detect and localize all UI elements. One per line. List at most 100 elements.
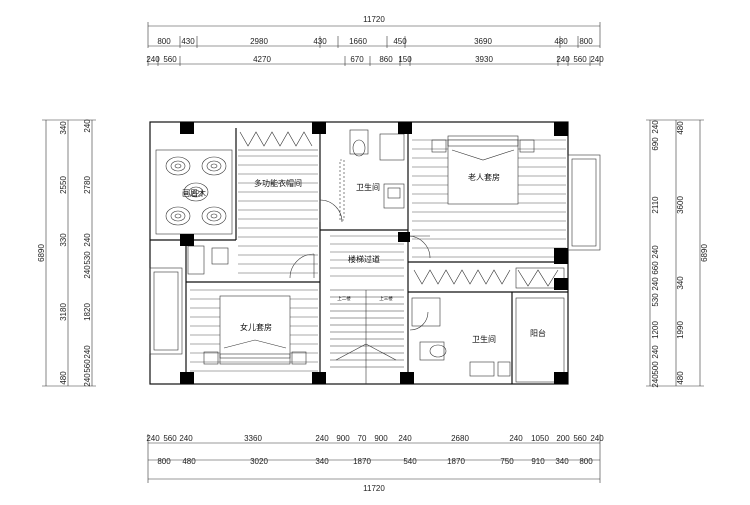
top2-dim-10: 240 [590, 55, 604, 64]
room-label-elder-bedroom: 老人套房 [468, 172, 500, 182]
left2-dim-7: 240 [83, 345, 92, 359]
left2-dim-2: 2780 [83, 176, 92, 194]
room-label-daughter-bedroom: 女儿套房 [240, 322, 272, 332]
top2-dim-2: 560 [163, 55, 177, 64]
room-label-balcony: 阳台 [530, 328, 546, 338]
upper-bath-fixtures [339, 129, 405, 221]
top-dim-6: 450 [393, 37, 407, 46]
top-dim-9: 800 [579, 37, 593, 46]
top-dim-7: 3690 [474, 37, 492, 46]
bot-dim-1: 240 [146, 434, 160, 443]
top-dim-1: 800 [157, 37, 171, 46]
left2-dim-1: 240 [83, 119, 92, 133]
wood-floor-hatch [190, 139, 566, 372]
bot2-dim-10: 340 [555, 457, 569, 466]
bot2-dim-6: 540 [403, 457, 417, 466]
right-dim-10: 500 [651, 361, 660, 375]
bot2-dim-1: 800 [157, 457, 171, 466]
bay-window-right [567, 154, 601, 251]
top-dim-4: 430 [313, 37, 327, 46]
bot2-dim-5: 1870 [353, 457, 371, 466]
top-total-dimension: 11720 [363, 15, 385, 24]
bot2-dim-4: 340 [315, 457, 329, 466]
top2-dim-8: 240 [556, 55, 570, 64]
plan-body: 画眉木 多功能衣帽间 卫生间 老人套房 楼梯过道 女儿套房 卫生间 阳台 上二楼… [149, 121, 601, 385]
top2-dim-7: 3930 [475, 55, 493, 64]
top-dimensions: 11720 800 430 2980 430 1660 450 3690 480… [146, 15, 604, 66]
right2-dim-1: 480 [676, 121, 685, 135]
bot2-dim-2: 480 [182, 457, 196, 466]
right-dim-4: 240 [651, 245, 660, 259]
bot-dim-3: 240 [179, 434, 193, 443]
right-total-dimension: 6890 [700, 244, 709, 262]
right-dim-7: 530 [651, 293, 660, 307]
top-dim-2: 430 [181, 37, 195, 46]
right2-dim-3: 340 [676, 276, 685, 290]
left-dimensions: 6890 340 2550 330 3180 480 240 2780 240 … [37, 119, 96, 387]
stair-label-right: 上三楼 [379, 295, 393, 302]
bot-dim-14: 560 [573, 434, 587, 443]
top2-dim-1: 240 [146, 55, 160, 64]
bot-dim-12: 1050 [531, 434, 549, 443]
stair-label-left: 上二楼 [337, 295, 351, 302]
bot-dim-13: 200 [556, 434, 570, 443]
study-desk [187, 245, 229, 275]
bot-dim-10: 2680 [451, 434, 469, 443]
left2-dim-9: 240 [83, 373, 92, 387]
room-label-lower-bath: 卫生间 [472, 334, 496, 344]
left-dim-5: 480 [59, 371, 68, 385]
top2-dim-9: 560 [573, 55, 587, 64]
room-label-lounge: 画眉木 [182, 188, 206, 198]
bot-dim-8: 900 [374, 434, 388, 443]
right-dim-3: 2110 [651, 196, 660, 214]
bot2-dim-3: 3020 [250, 457, 268, 466]
door-swings [289, 199, 431, 331]
right2-dim-4: 1990 [676, 321, 685, 339]
bot-dim-15: 240 [590, 434, 604, 443]
daughter-bed [203, 295, 307, 365]
top2-dim-4: 670 [350, 55, 364, 64]
left2-dim-3: 240 [83, 233, 92, 247]
bot2-dim-11: 800 [579, 457, 593, 466]
bay-window-left [149, 267, 183, 355]
bottom-dimensions: 240 560 240 3360 240 900 70 900 240 2680… [146, 434, 604, 493]
bot-dim-4: 3360 [244, 434, 262, 443]
bottom-total-dimension: 11720 [363, 484, 385, 493]
right-dimensions: 240 690 2110 240 660 240 530 1200 240 50… [646, 119, 709, 388]
top2-dim-6: 150 [398, 55, 412, 64]
right2-dim-5: 480 [676, 371, 685, 385]
bot2-dim-8: 750 [500, 457, 514, 466]
right-dim-5: 660 [651, 261, 660, 275]
bot-dim-7: 70 [358, 434, 367, 443]
left-dim-3: 330 [59, 233, 68, 247]
right-dim-11: 240 [651, 374, 660, 388]
top2-dim-5: 860 [379, 55, 393, 64]
right-dim-8: 1200 [651, 321, 660, 339]
room-label-walkin: 多功能衣帽间 [254, 178, 302, 188]
left2-dim-5: 240 [83, 265, 92, 279]
top-dim-3: 2980 [250, 37, 268, 46]
top2-dim-3: 4270 [253, 55, 271, 64]
room-label-stair-corridor: 楼梯过道 [348, 254, 380, 264]
left-dim-1: 340 [59, 121, 68, 135]
right-dim-6: 240 [651, 277, 660, 291]
top-dim-5: 1660 [349, 37, 367, 46]
bot2-dim-7: 1870 [447, 457, 465, 466]
lower-bath-fixtures [411, 297, 565, 383]
room-label-upper-bath: 卫生间 [356, 182, 380, 192]
right2-dim-2: 3600 [676, 196, 685, 214]
bot2-dim-9: 910 [531, 457, 545, 466]
bot-dim-9: 240 [398, 434, 412, 443]
bot-dim-6: 900 [336, 434, 350, 443]
left-dim-4: 3180 [59, 303, 68, 321]
bot-dim-11: 240 [509, 434, 523, 443]
left2-dim-4: 530 [83, 251, 92, 265]
left-dim-2: 2550 [59, 176, 68, 194]
bot-dim-2: 560 [163, 434, 177, 443]
right-dim-2: 690 [651, 137, 660, 151]
left2-dim-8: 560 [83, 359, 92, 373]
bot-dim-5: 240 [315, 434, 329, 443]
left-total-dimension: 6890 [37, 244, 46, 262]
left2-dim-6: 1820 [83, 303, 92, 321]
